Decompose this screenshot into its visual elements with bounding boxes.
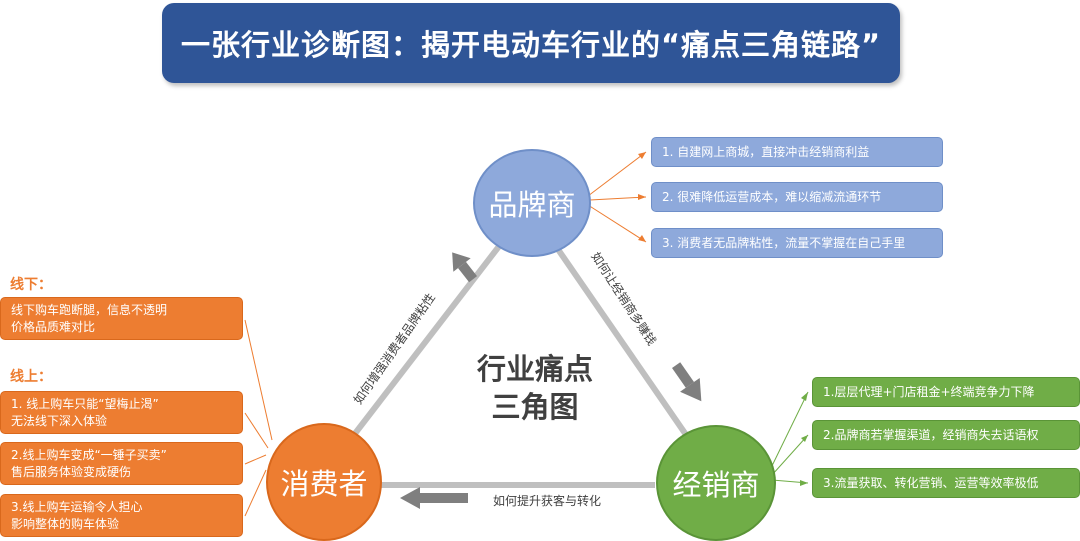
brand-issue-3: 3. 消费者无品牌粘性，流量不掌握在自己手里	[651, 228, 943, 258]
brand-issue-2: 2. 很难降低运营成本，难以缩减流通环节	[651, 182, 943, 212]
node-consumer-label: 消费者	[280, 467, 368, 501]
offline-label: 线下：	[10, 277, 52, 293]
center-label-line-2: 三角图	[491, 390, 579, 424]
node-consumer: 消费者	[266, 423, 382, 541]
edge-brand-dealer	[552, 243, 703, 457]
dealer-issue-1: 1.层层代理+门店租金+终端竞争力下降	[812, 377, 1080, 407]
online-issue-2: 2.线上购车变成“一锤子买卖” 售后服务体验变成硬伤	[0, 442, 243, 485]
online-issue-3: 3.线上购车运输令人担心 影响整体的购车体验	[0, 494, 243, 537]
center-label-line-1: 行业痛点	[476, 352, 593, 386]
node-brand-label: 品牌商	[488, 188, 576, 222]
node-dealer: 经销商	[656, 425, 776, 541]
edge-label-dealer-consumer: 如何提升获客与转化	[493, 494, 602, 508]
dealer-issue-2: 2.品牌商若掌握渠道，经销商失去话语权	[812, 420, 1080, 450]
brand-issue-1: 1. 自建网上商城，直接冲击经销商利益	[651, 137, 943, 167]
page-title: 一张行业诊断图：揭开电动车行业的“痛点三角链路”	[180, 28, 882, 62]
offline-issue-1: 线下购车跑断腿，信息不透明 价格品质难对比	[0, 297, 243, 340]
arrow-dealer-to-consumer	[400, 487, 468, 509]
online-issue-1: 1. 线上购车只能“望梅止渴” 无法线下深入体验	[0, 391, 243, 434]
brand-connectors	[587, 151, 647, 243]
consumer-connectors	[244, 319, 273, 517]
dealer-issue-3: 3.流量获取、转化营销、运营等效率极低	[812, 468, 1080, 498]
node-brand: 品牌商	[473, 149, 591, 257]
center-label: 行业痛点 三角图	[455, 350, 615, 426]
online-label: 线上：	[10, 369, 52, 385]
arrow-brand-to-dealer	[672, 362, 702, 402]
title-banner: 一张行业诊断图：揭开电动车行业的“痛点三角链路”	[162, 3, 900, 83]
arrow-consumer-to-brand	[452, 252, 478, 283]
node-dealer-label: 经销商	[672, 468, 760, 502]
